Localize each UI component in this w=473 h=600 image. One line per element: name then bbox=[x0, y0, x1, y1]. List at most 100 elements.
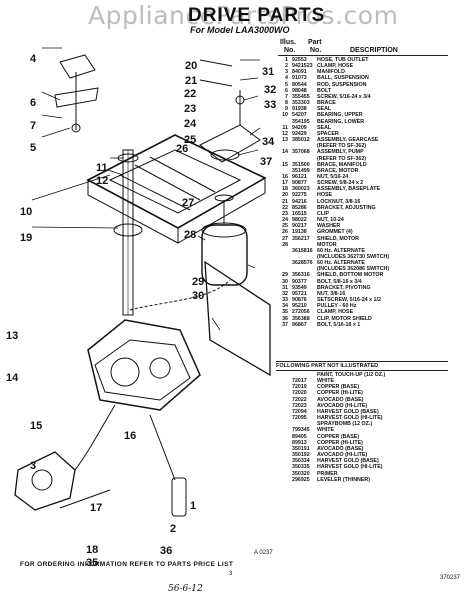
part-number: 16515 bbox=[292, 210, 307, 217]
part-description: NUT, 5/16-24 bbox=[317, 173, 349, 180]
part-number: 72022 bbox=[292, 396, 307, 403]
motor bbox=[201, 224, 248, 286]
illus-number: 21 bbox=[282, 198, 288, 205]
illus-number: 2 bbox=[285, 63, 288, 70]
part-number: 272056 bbox=[292, 309, 310, 316]
callout-number: 20 bbox=[185, 60, 198, 72]
illus-number: 20 bbox=[282, 192, 288, 199]
part-description: SEAL bbox=[317, 106, 332, 113]
part-description: BEARING, UPPER bbox=[317, 112, 363, 119]
paint-row: 350335 HARVEST GOLD (HI-LITE) bbox=[276, 464, 466, 470]
illus-number: 17 bbox=[282, 180, 288, 187]
part-number: 356217 bbox=[292, 235, 310, 242]
callout-number: 19 bbox=[20, 232, 33, 244]
part-number: 90877 bbox=[292, 180, 307, 187]
part-number: 350335 bbox=[292, 464, 310, 471]
part-number: 91938 bbox=[292, 106, 307, 113]
callout-number: 36 bbox=[160, 545, 173, 557]
illus-number: 9 bbox=[285, 106, 288, 113]
part-description: PRIMER bbox=[317, 470, 338, 477]
callout-number: 30 bbox=[192, 290, 205, 302]
part-description: MANIFOLD bbox=[317, 69, 345, 76]
part-description: NUT, 10-24 bbox=[317, 217, 344, 224]
part-description: BALL, SUSPENSION bbox=[317, 75, 369, 82]
part-number: 351500 bbox=[292, 161, 310, 168]
part-description: BOLT bbox=[317, 87, 332, 94]
part-number: 96867 bbox=[292, 321, 307, 328]
header-part: Part bbox=[308, 39, 322, 46]
part-description: LOCKNUT, 3/8-16 bbox=[317, 198, 361, 205]
callout-number: 11 bbox=[96, 162, 108, 174]
part-number: 72020 bbox=[292, 390, 307, 397]
part-description: GROMMET (4) bbox=[317, 229, 353, 236]
illus-number: 29 bbox=[282, 272, 288, 279]
illus-number: 5 bbox=[285, 81, 288, 88]
part-number: 94216 bbox=[292, 198, 307, 205]
illus-number: 33 bbox=[282, 297, 288, 304]
illus-number: 22 bbox=[282, 204, 288, 211]
part-description: AVOCADO (HI-LITE) bbox=[317, 402, 368, 409]
header-illus: Illus. bbox=[280, 39, 296, 46]
callout-number: 37 bbox=[260, 156, 273, 168]
part-number: 93549 bbox=[292, 284, 307, 291]
paint-row: PAINT, TOUCH-UP (1/2 OZ.) bbox=[276, 372, 466, 378]
part-number: 54207 bbox=[292, 112, 307, 119]
part-description: HARVEST GOLD (HI-LITE) bbox=[317, 415, 383, 422]
part-number: 3628576 bbox=[292, 260, 313, 267]
part-description: SEAL bbox=[317, 124, 332, 131]
illus-number: 24 bbox=[282, 217, 288, 224]
pump bbox=[14, 451, 76, 511]
part-description: SHIELD, BOTTOM MOTOR bbox=[317, 272, 384, 279]
part-number: 92275 bbox=[292, 192, 307, 199]
part-number: 80544 bbox=[292, 81, 307, 88]
callout-number: 23 bbox=[184, 103, 197, 115]
illus-number: 1 bbox=[285, 57, 288, 63]
part-description: BEARING, LOWER bbox=[317, 118, 365, 125]
callout-number: 16 bbox=[124, 430, 137, 442]
part-number: 385012 bbox=[292, 137, 310, 144]
parts-row: (INCLUDES 362730 SWITCH) bbox=[276, 254, 466, 260]
callout-number: 2 bbox=[170, 523, 177, 535]
part-description: PAINT, TOUCH-UP (1/2 OZ.) bbox=[317, 372, 386, 378]
part-number: 353303 bbox=[292, 100, 310, 107]
part-number: 19138 bbox=[292, 229, 307, 236]
part-number: 350334 bbox=[292, 458, 310, 465]
part-description: ASSEMBLY, GEARCASE bbox=[317, 137, 379, 144]
callout-number: 17 bbox=[90, 502, 103, 514]
page-number: 3 bbox=[229, 571, 233, 577]
callout-number: 33 bbox=[264, 99, 277, 111]
part-description: SCREW, 5/8-24 x 2 bbox=[317, 180, 364, 187]
part-number: 98048 bbox=[292, 87, 307, 94]
part-number: 92553 bbox=[292, 57, 307, 63]
part-description: HARVEST GOLD (BASE) bbox=[317, 458, 379, 465]
handwritten-note: 56-6-12 bbox=[168, 584, 203, 594]
part-description: LEVELER (THINNER) bbox=[317, 476, 370, 483]
motor-shield bbox=[204, 260, 271, 377]
illus-number: 18 bbox=[282, 186, 288, 193]
page-title: DRIVE PARTS bbox=[188, 5, 326, 26]
paint-row: 350334 HARVEST GOLD (BASE) bbox=[276, 458, 466, 464]
callout-number: 24 bbox=[184, 118, 197, 130]
part-description: HARVEST GOLD (HI-LITE) bbox=[317, 464, 383, 471]
callout-number: 26 bbox=[176, 143, 189, 155]
part-description: CLIP, MOTOR SHIELD bbox=[317, 315, 372, 322]
part-number: 94209 bbox=[292, 124, 307, 131]
